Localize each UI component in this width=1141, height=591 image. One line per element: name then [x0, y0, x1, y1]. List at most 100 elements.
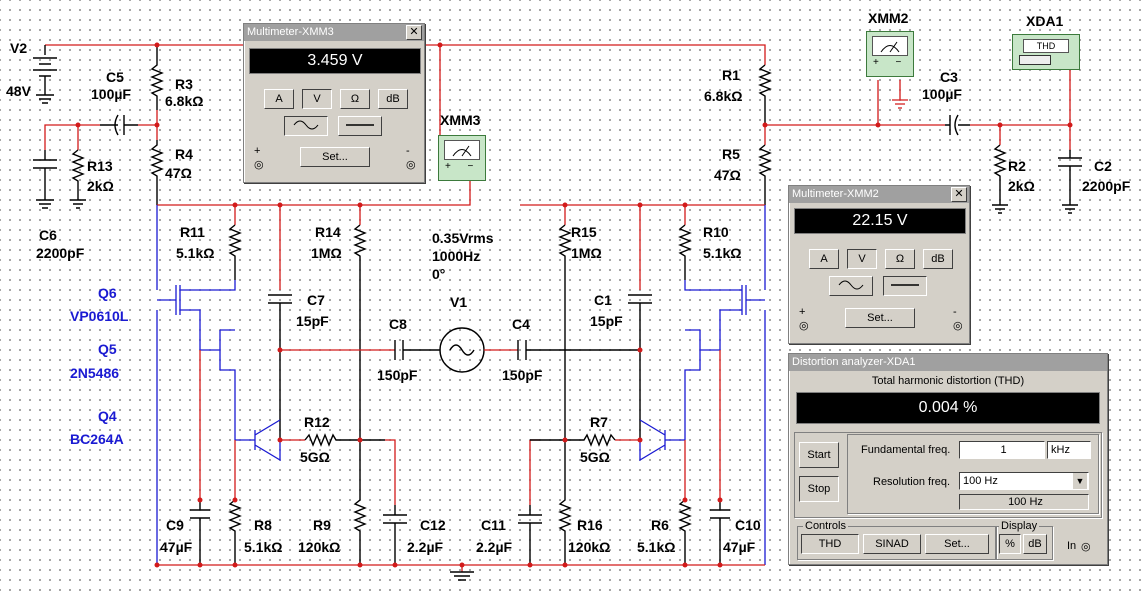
plus-terminal-icon[interactable]: ◎	[799, 320, 809, 332]
capacitor-c8	[394, 340, 440, 360]
resistor-r13	[70, 149, 86, 209]
probe-plus: + −	[445, 161, 474, 172]
label-c7: C7	[307, 292, 325, 308]
multimeter-xmm2-window[interactable]: Multimeter-XMM2 ✕ 22.15 V A V Ω dB Set..…	[788, 185, 970, 344]
capacitor-c3	[945, 114, 970, 136]
xmm3-probe-icon[interactable]: + −	[438, 135, 486, 181]
percent-display-button[interactable]: %	[999, 534, 1021, 554]
close-icon[interactable]: ✕	[406, 25, 422, 40]
capacitor-c9	[190, 500, 210, 565]
multimeter-xmm2-title[interactable]: Multimeter-XMM2 ✕	[789, 186, 969, 203]
value-c4: 150pF	[502, 367, 543, 383]
value-r6: 5.1kΩ	[637, 539, 675, 555]
jfet-q5-right	[684, 329, 720, 440]
xda1-probe-buttons	[1019, 55, 1051, 65]
label-r15: R15	[571, 224, 597, 240]
value-r15: 1MΩ	[571, 245, 602, 261]
label-v1: V1	[450, 294, 467, 310]
stop-button[interactable]: Stop	[799, 476, 839, 502]
value-v1-amplitude: 0.35Vrms	[432, 230, 494, 246]
set-button[interactable]: Set...	[845, 308, 915, 328]
label-r8: R8	[254, 517, 272, 533]
label-r2: R2	[1008, 158, 1026, 174]
distortion-analyzer-title[interactable]: Distortion analyzer-XDA1	[789, 354, 1107, 371]
capacitor-c2	[1058, 150, 1082, 214]
value-c2: 2200pF	[1082, 178, 1131, 194]
value-c9: 47µF	[160, 539, 193, 555]
value-r13: 2kΩ	[87, 178, 114, 194]
set-button[interactable]: Set...	[300, 147, 370, 167]
start-button[interactable]: Start	[799, 442, 839, 468]
resistor-r3	[150, 45, 164, 110]
xda1-probe-icon[interactable]: THD	[1012, 34, 1080, 70]
value-r11: 5.1kΩ	[176, 245, 214, 261]
label-c12: C12	[420, 517, 446, 533]
minus-terminal-icon[interactable]: ◎	[406, 159, 416, 171]
fundamental-freq-label: Fundamental freq.	[861, 444, 951, 456]
mosfet-q6	[156, 205, 236, 565]
resistor-r16	[558, 440, 572, 565]
capacitor-c11	[518, 505, 542, 565]
capacitor-c6	[33, 150, 57, 209]
input-terminal-icon[interactable]: ◎	[1081, 541, 1091, 553]
mode-volts-button[interactable]: V	[302, 89, 332, 109]
value-r7: 5GΩ	[580, 449, 610, 465]
capacitor-c10	[710, 500, 730, 565]
window-title-text: Multimeter-XMM2	[792, 188, 879, 200]
capacitor-c4	[517, 340, 640, 360]
value-r14: 1MΩ	[311, 245, 342, 261]
set-button[interactable]: Set...	[925, 534, 989, 554]
label-xda1-probe: XDA1	[1026, 13, 1064, 29]
resistor-r15	[558, 224, 572, 440]
resistor-r9	[353, 440, 367, 565]
sinad-mode-button[interactable]: SINAD	[863, 534, 921, 554]
fundamental-freq-input[interactable]: 1	[959, 441, 1045, 459]
resistor-r11	[228, 224, 242, 280]
mode-volts-button[interactable]: V	[847, 249, 877, 269]
fundamental-unit-field[interactable]: kHz	[1047, 441, 1091, 459]
ac-mode-button[interactable]	[829, 276, 873, 296]
dc-mode-button[interactable]	[338, 116, 382, 136]
multimeter-xmm3-window[interactable]: Multimeter-XMM3 ✕ 3.459 V A V Ω dB Set..…	[243, 23, 425, 183]
mode-ohms-button[interactable]: Ω	[885, 249, 915, 269]
label-c4: C4	[512, 316, 530, 332]
label-r9: R9	[313, 517, 331, 533]
thd-mode-button[interactable]: THD	[801, 534, 859, 554]
value-c7: 15pF	[296, 313, 329, 329]
value-r3: 6.8kΩ	[165, 93, 203, 109]
resolution-freq-select[interactable]: 100 Hz ▼	[959, 472, 1089, 490]
wire-top-right	[440, 44, 766, 65]
display-label: Display	[999, 520, 1040, 532]
label-r11: R11	[180, 224, 205, 240]
minus-terminal-icon[interactable]: ◎	[953, 320, 963, 332]
mode-db-button[interactable]: dB	[923, 249, 953, 269]
sine-wave-icon	[293, 120, 319, 130]
dc-mode-button[interactable]	[883, 276, 927, 296]
plus-terminal-icon[interactable]: ◎	[254, 159, 264, 171]
mode-amps-button[interactable]: A	[809, 249, 839, 269]
label-c10: C10	[735, 517, 761, 533]
plus-terminal-label: +	[254, 145, 261, 157]
settings-group	[847, 434, 1099, 514]
mode-db-button[interactable]: dB	[378, 89, 408, 109]
db-display-button[interactable]: dB	[1023, 534, 1047, 554]
label-r4: R4	[175, 146, 193, 162]
value-r10: 5.1kΩ	[703, 245, 741, 261]
value-r8: 5.1kΩ	[244, 539, 282, 555]
mode-ohms-button[interactable]: Ω	[340, 89, 370, 109]
value-c1: 15pF	[590, 313, 623, 329]
label-v2: V2	[10, 40, 27, 56]
xmm2-probe-icon[interactable]: + −	[866, 31, 914, 77]
ac-source-v1	[439, 327, 485, 373]
multimeter-xmm3-reading: 3.459 V	[249, 48, 421, 74]
close-icon[interactable]: ✕	[951, 187, 967, 202]
ac-mode-button[interactable]	[284, 116, 328, 136]
multimeter-xmm3-title[interactable]: Multimeter-XMM3 ✕	[244, 24, 424, 41]
distortion-analyzer-window[interactable]: Distortion analyzer-XDA1 Total harmonic …	[788, 353, 1108, 565]
resistor-r6	[678, 499, 692, 565]
mode-amps-button[interactable]: A	[264, 89, 294, 109]
minus-terminal-label: -	[406, 145, 410, 157]
ground-symbol	[450, 571, 474, 581]
chevron-down-icon[interactable]: ▼	[1073, 473, 1087, 489]
dc-line-icon	[346, 124, 374, 126]
